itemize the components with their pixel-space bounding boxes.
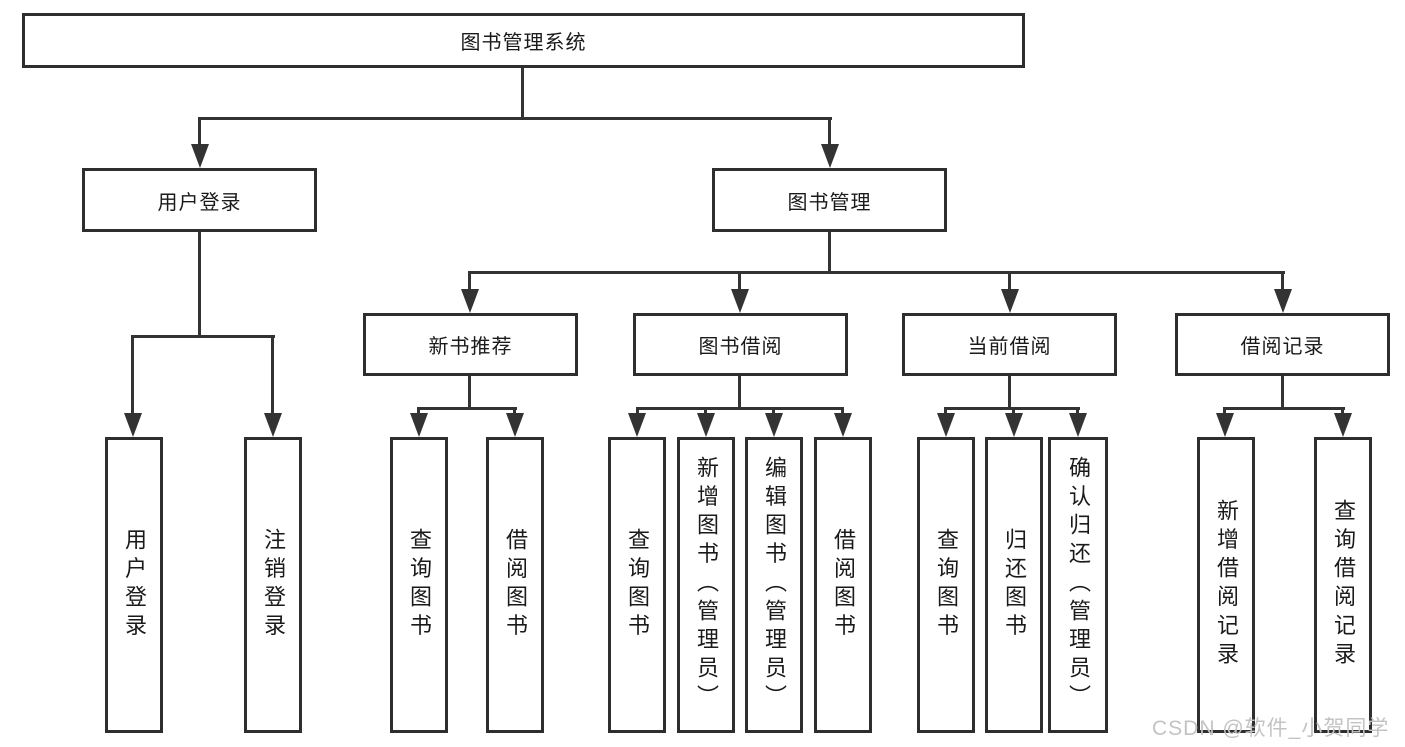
node-current-borrowing: 当前借阅 (902, 313, 1117, 376)
arrowhead (124, 413, 142, 437)
node-book-management: 图书管理 (712, 168, 947, 232)
node-label: 用户登录 (122, 527, 147, 643)
connector (738, 376, 741, 410)
connector (198, 117, 201, 147)
arrowhead (264, 413, 282, 437)
arrowhead (1334, 413, 1352, 437)
leaf-borrow-books: 借阅图书 (814, 437, 872, 733)
arrowhead (410, 413, 428, 437)
arrowhead (1274, 289, 1292, 313)
connector (198, 232, 201, 338)
connector (131, 335, 275, 338)
connector (704, 407, 707, 417)
node-label: 图书管理 (787, 191, 872, 214)
connector (1223, 407, 1226, 417)
node-new-book-recommendation: 新书推荐 (363, 313, 578, 376)
node-borrowing-records: 借阅记录 (1175, 313, 1390, 376)
node-label: 注销登录 (261, 527, 286, 643)
arrowhead (1005, 413, 1023, 437)
connector (1076, 407, 1079, 417)
connector (636, 407, 639, 417)
leaf-query-books-borrow: 查询图书 (608, 437, 666, 733)
arrowhead (506, 413, 524, 437)
connector (1341, 407, 1344, 417)
node-label: 查询图书 (407, 527, 432, 643)
connector (468, 271, 1285, 274)
arrowhead (937, 413, 955, 437)
node-label: 编辑图书（管理员） (762, 456, 787, 714)
leaf-logout: 注销登录 (244, 437, 302, 733)
node-label: 当前借阅 (967, 336, 1052, 358)
leaf-borrow-books-recommend: 借阅图书 (486, 437, 544, 733)
connector (772, 407, 775, 417)
node-label: 查询图书 (625, 527, 650, 643)
node-label: 查询借阅记录 (1331, 499, 1356, 671)
node-book-borrowing: 图书借阅 (633, 313, 848, 376)
arrowhead (461, 289, 479, 313)
node-label: 图书借阅 (698, 336, 783, 358)
node-label: 新增图书（管理员） (694, 456, 719, 714)
connector (944, 407, 947, 417)
connector (1281, 271, 1284, 291)
connector (521, 68, 524, 120)
connector (828, 232, 831, 274)
node-label: 确认归还（管理员） (1066, 456, 1091, 714)
connector (841, 407, 844, 417)
connector (468, 271, 471, 291)
node-user-login: 用户登录 (82, 168, 317, 232)
arrowhead (1069, 413, 1087, 437)
connector (417, 407, 420, 417)
node-label: 新增借阅记录 (1214, 499, 1239, 671)
node-label: 新书推荐 (428, 336, 513, 358)
connector (271, 335, 274, 415)
connector (828, 117, 831, 147)
connector (1223, 407, 1345, 410)
node-label: 借阅图书 (831, 527, 856, 643)
node-label: 归还图书 (1002, 527, 1027, 643)
arrowhead (628, 413, 646, 437)
connector (513, 407, 516, 417)
node-label: 用户登录 (157, 191, 242, 214)
connector (1281, 376, 1284, 410)
arrowhead (834, 413, 852, 437)
connector (636, 407, 844, 410)
leaf-query-books-current: 查询图书 (917, 437, 975, 733)
connector (131, 335, 134, 415)
leaf-add-borrow-record: 新增借阅记录 (1197, 437, 1255, 733)
node-label: 借阅图书 (503, 527, 528, 643)
arrowhead (765, 413, 783, 437)
node-label: 查询图书 (934, 527, 959, 643)
connector (738, 271, 741, 291)
connector (1008, 376, 1011, 410)
arrowhead (731, 289, 749, 313)
node-label: 借阅记录 (1240, 336, 1325, 358)
arrowhead (1001, 289, 1019, 313)
leaf-query-books-recommend: 查询图书 (390, 437, 448, 733)
connector (198, 117, 832, 120)
watermark: CSDN @软件_小贺同学 (1152, 717, 1390, 740)
connector (468, 376, 471, 410)
arrowhead (191, 144, 209, 168)
leaf-return-books: 归还图书 (985, 437, 1043, 733)
leaf-add-books-admin: 新增图书（管理员） (677, 437, 735, 733)
leaf-confirm-return-admin: 确认归还（管理员） (1048, 437, 1108, 733)
arrowhead (821, 144, 839, 168)
connector (417, 407, 517, 410)
connector (1008, 271, 1011, 291)
arrowhead (697, 413, 715, 437)
leaf-user-login: 用户登录 (105, 437, 163, 733)
node-library-system: 图书管理系统 (22, 13, 1025, 68)
leaf-edit-books-admin: 编辑图书（管理员） (745, 437, 803, 733)
arrowhead (1216, 413, 1234, 437)
leaf-query-borrow-record: 查询借阅记录 (1314, 437, 1372, 733)
connector (1012, 407, 1015, 417)
node-label: 图书管理系统 (460, 32, 587, 54)
